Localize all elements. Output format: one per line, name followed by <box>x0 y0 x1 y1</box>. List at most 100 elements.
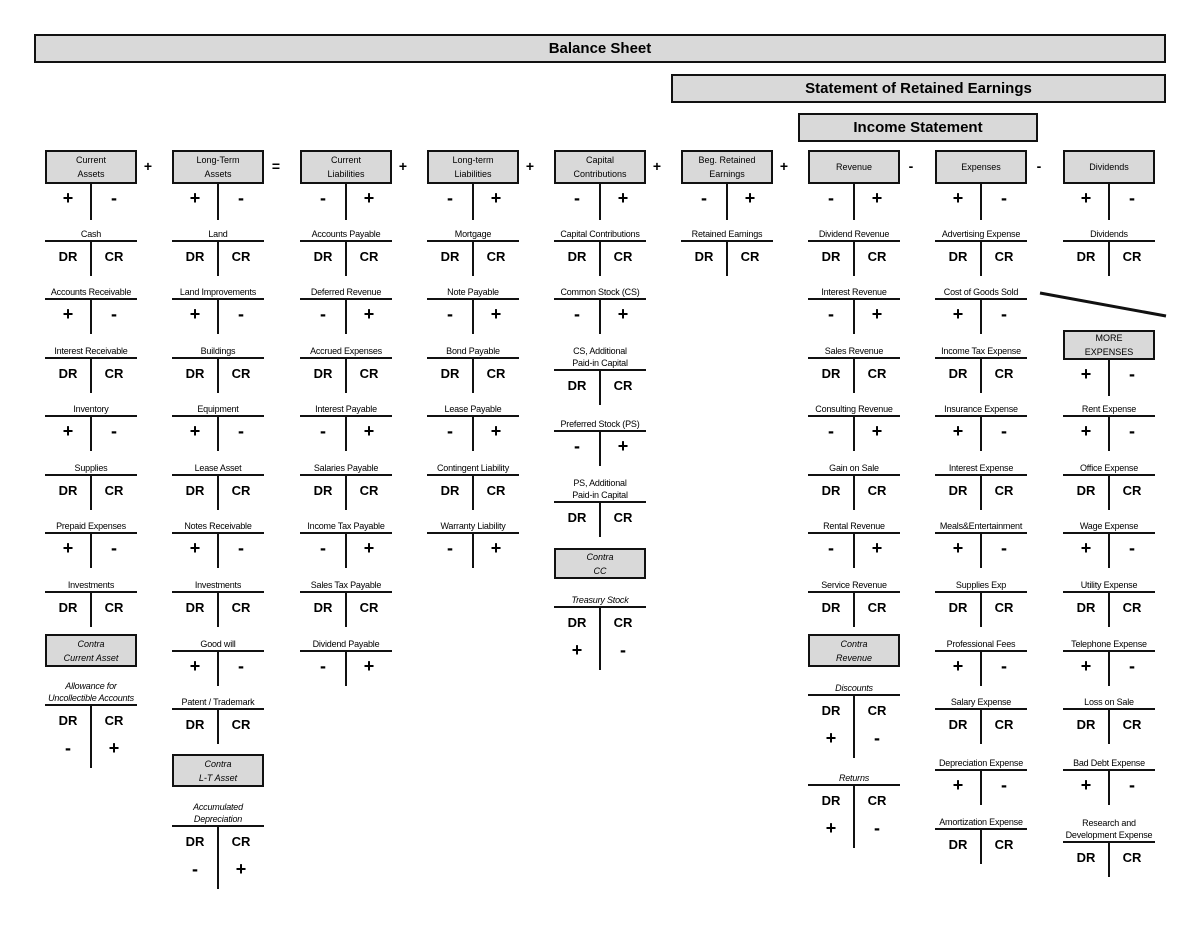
credit-cell: CR <box>486 482 506 498</box>
debit-cell: DR <box>821 702 841 718</box>
t-account-row: -+ <box>554 432 646 460</box>
category-label-line: Long-term <box>452 155 494 165</box>
t-account-divider <box>1108 710 1110 744</box>
t-account-body: +- <box>172 417 264 451</box>
t-account-top-line <box>427 474 519 476</box>
debit-cell: DR <box>567 509 587 525</box>
debit-cell: DR <box>185 482 205 498</box>
t-account-divider <box>472 476 474 510</box>
credit-cell: CR <box>231 833 251 849</box>
debit-cell: + <box>1080 655 1092 676</box>
debit-cell: - <box>65 737 71 758</box>
box-label-line: L-T Asset <box>198 772 238 783</box>
t-account-preferred-stock-ps: Preferred Stock (PS)-+ <box>554 418 646 466</box>
debit-cell: DR <box>1076 716 1096 732</box>
credit-cell: - <box>1129 420 1135 441</box>
t-account-row: +- <box>1063 360 1155 388</box>
t-account-divider <box>217 359 219 393</box>
debit-cell: DR <box>821 248 841 264</box>
account-name: Investments <box>67 580 115 590</box>
category-label-line: Liabilities <box>327 169 365 179</box>
debit-cell: DR <box>58 248 78 264</box>
t-account-divider <box>853 696 855 758</box>
account-name: Advertising Expense <box>941 229 1021 239</box>
t-account-divider <box>853 184 855 220</box>
t-account-top-line <box>45 240 137 242</box>
debit-sign: - <box>320 187 326 208</box>
t-account-divider <box>90 359 92 393</box>
t-account-top-line <box>45 704 137 706</box>
box-label-line: Contra <box>77 638 105 649</box>
debit-cell: + <box>1080 537 1092 558</box>
t-account-top-line <box>172 240 264 242</box>
account-name: Good will <box>200 639 236 649</box>
t-account-body: +- <box>1063 534 1155 568</box>
account-name: Interest Payable <box>315 404 377 414</box>
account-name: Discounts <box>835 683 873 693</box>
t-account-top-line <box>554 240 646 242</box>
debit-cell: DR <box>1076 849 1096 865</box>
t-account-divider <box>980 771 982 805</box>
t-account-top-line <box>554 430 646 432</box>
credit-cell: + <box>490 420 502 441</box>
credit-cell: CR <box>613 509 633 525</box>
account-name: Investments <box>194 580 242 590</box>
credit-cell: CR <box>994 599 1014 615</box>
t-account-top-line <box>1063 769 1155 771</box>
t-account-divider <box>345 184 347 220</box>
t-account-top-line <box>300 298 392 300</box>
t-account-consulting-revenue: Consulting Revenue-+ <box>808 403 900 451</box>
account-name: Depreciation Expense <box>938 758 1024 768</box>
t-account-top-line <box>935 474 1027 476</box>
t-account-divider <box>980 300 982 334</box>
debit-cell: DR <box>313 482 333 498</box>
category-label-line: Dividends <box>1089 162 1129 172</box>
t-account-row: +- <box>808 814 900 842</box>
credit-cell: CR <box>231 482 251 498</box>
account-name: Dividend Payable <box>312 639 380 649</box>
account-name: Bad Debt Expense <box>1073 758 1145 768</box>
credit-sign: + <box>744 187 756 208</box>
t-account-body: +- <box>935 417 1027 451</box>
credit-cell: + <box>617 303 629 324</box>
t-account-divider <box>980 184 982 220</box>
t-account-divider <box>345 652 347 686</box>
t-account-row: -+ <box>427 184 519 212</box>
t-account-body: -+ <box>427 184 519 220</box>
t-account-body: +- <box>935 534 1027 568</box>
category-box-dividends: Dividends <box>1063 150 1155 184</box>
t-account-top-line <box>300 240 392 242</box>
t-account-body: +- <box>172 534 264 568</box>
t-account-interest-revenue: Interest Revenue-+ <box>808 286 900 334</box>
credit-cell: CR <box>104 599 124 615</box>
debit-cell: + <box>62 537 74 558</box>
credit-sign: - <box>1001 187 1007 208</box>
t-account-top-line <box>172 591 264 593</box>
t-account-divider <box>217 417 219 451</box>
account-name: Sales Revenue <box>824 346 884 356</box>
credit-cell: + <box>871 537 883 558</box>
t-account-body: -+ <box>808 417 900 451</box>
account-name: Patent / Trademark <box>181 697 255 707</box>
account-name: PS, Additional <box>573 478 627 488</box>
t-account-accounts-receivable: Accounts Receivable+- <box>45 286 137 334</box>
t-account-divider <box>599 242 601 276</box>
t-account-rent-expense: Rent Expense+- <box>1063 403 1155 451</box>
t-account-top-line <box>1063 415 1155 417</box>
